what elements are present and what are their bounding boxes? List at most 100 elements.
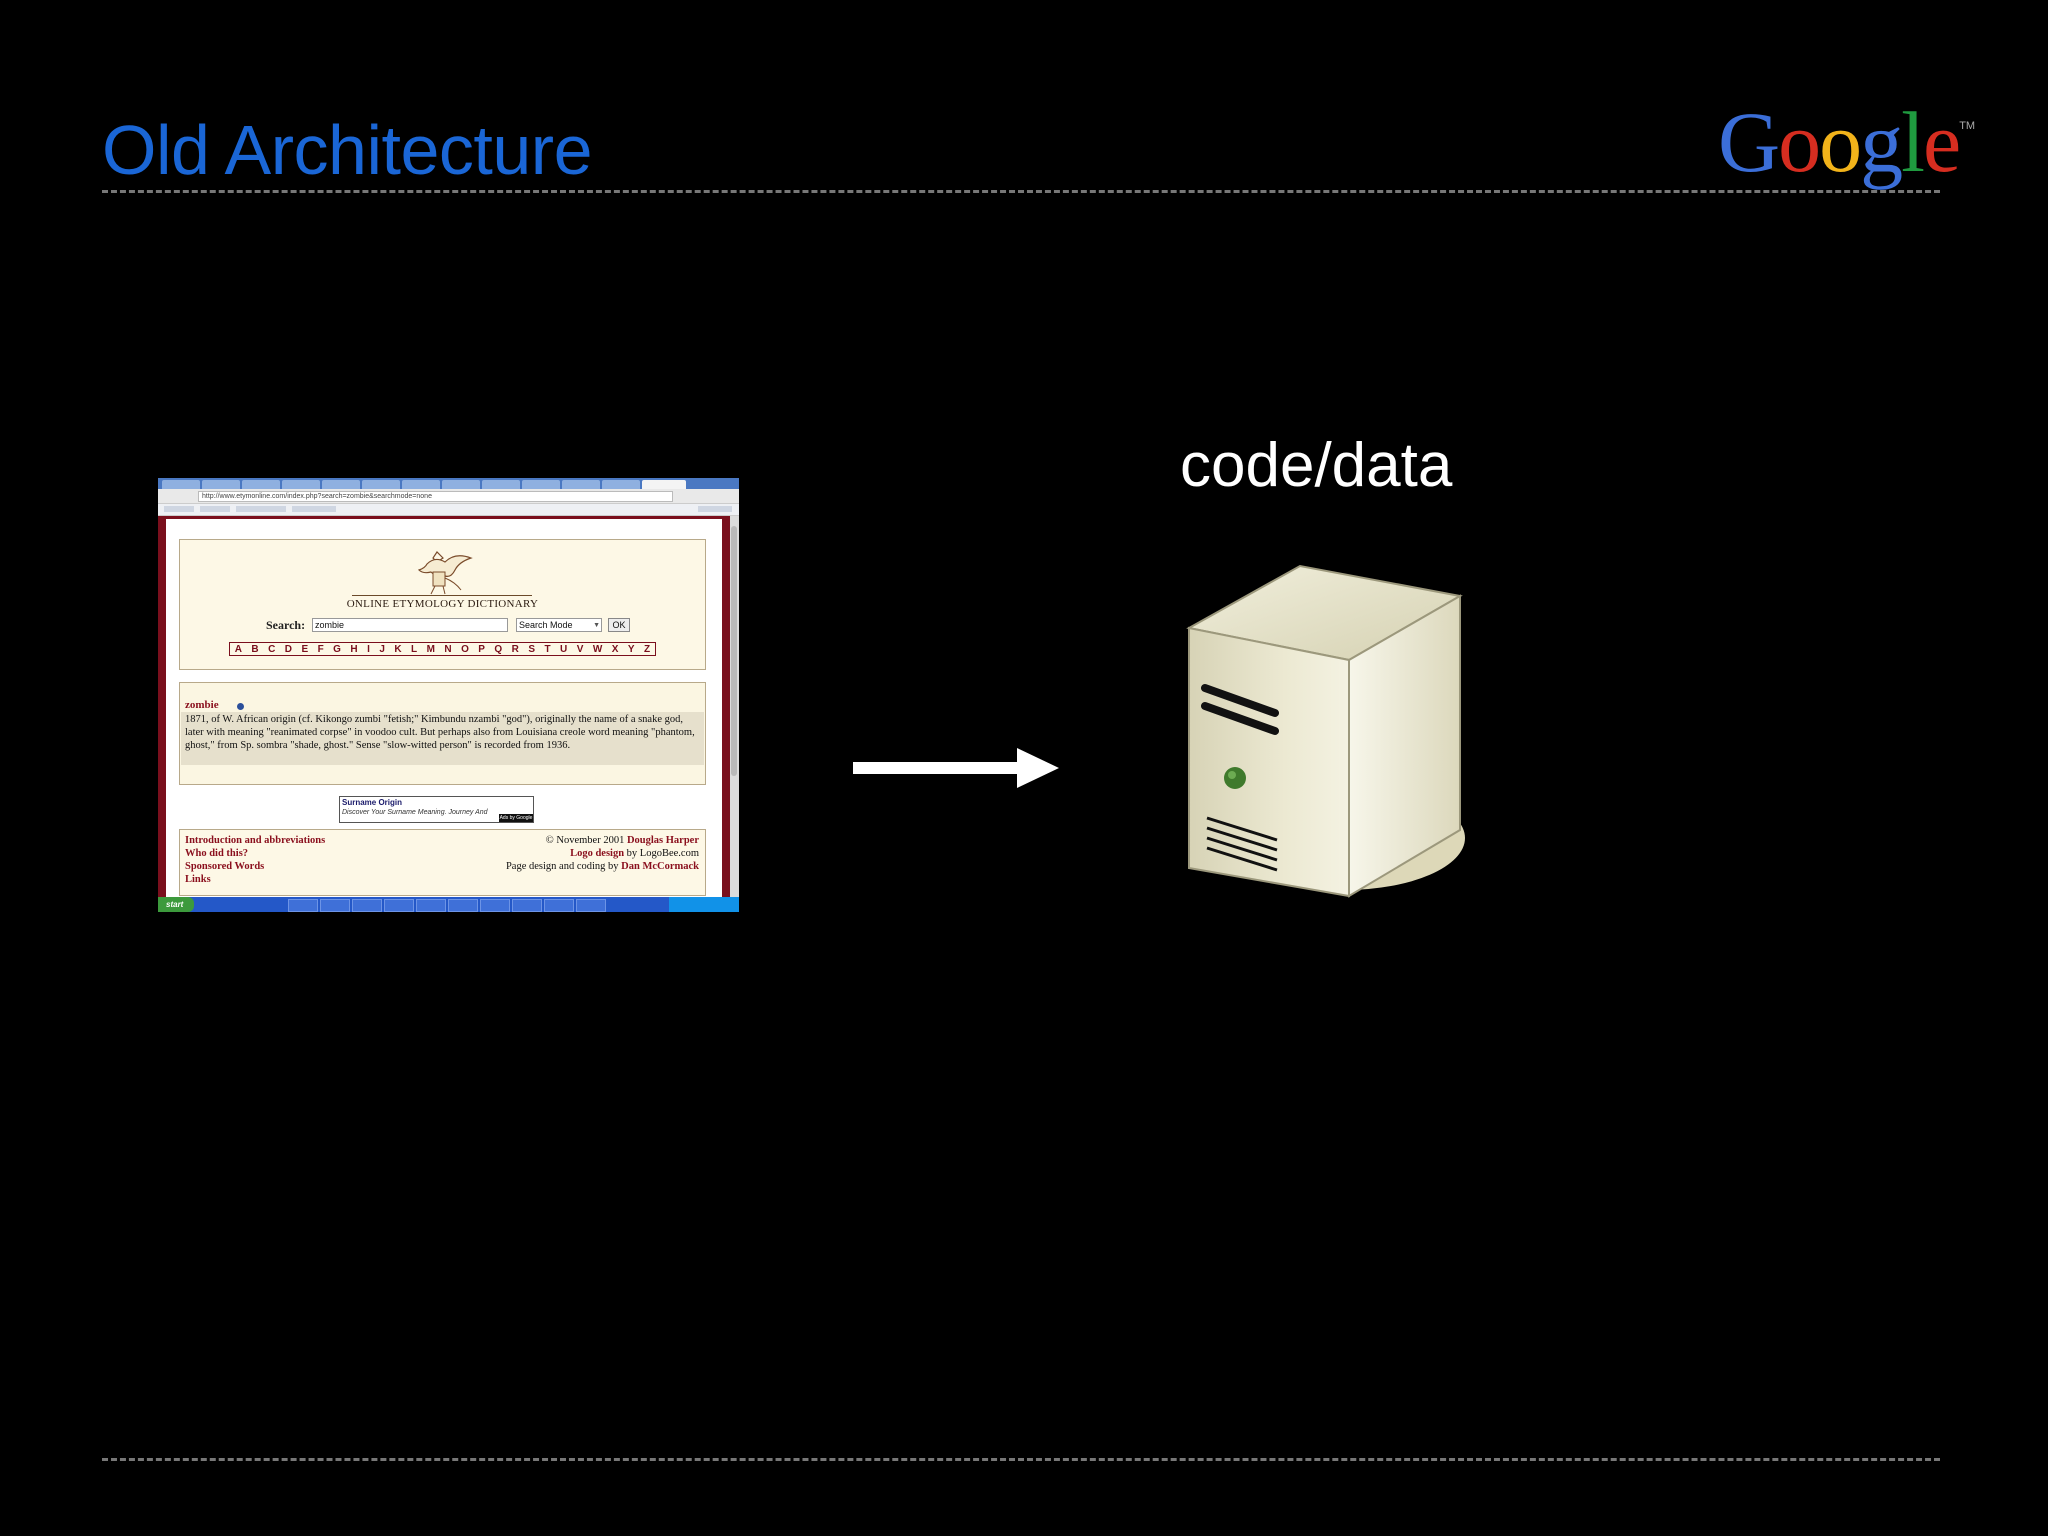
audio-icon[interactable]	[237, 703, 244, 710]
ad-description: Discover Your Surname Meaning. Journey A…	[342, 809, 488, 816]
browser-tab	[602, 480, 640, 489]
bookmark-item	[200, 506, 230, 512]
entry-highlight	[181, 712, 704, 765]
alphabet-letter-b[interactable]: B	[251, 643, 259, 655]
browser-toolbar: http://www.etymonline.com/index.php?sear…	[158, 489, 739, 504]
browser-tab-strip	[158, 478, 739, 489]
browser-tab	[402, 480, 440, 489]
entry-panel: zombie 1871, of W. African origin (cf. K…	[179, 682, 706, 785]
footer-links: Introduction and abbreviations Who did t…	[185, 834, 325, 886]
search-mode-value: Search Mode	[519, 620, 573, 630]
credit-author-link[interactable]: Douglas Harper	[626, 835, 699, 846]
logo-letter-l: l	[1901, 94, 1925, 190]
alphabet-letter-h[interactable]: H	[350, 643, 358, 655]
logo-underline	[352, 595, 532, 596]
sponsored-ad[interactable]: Surname Origin Discover Your Surname Mea…	[339, 796, 534, 823]
alphabet-letter-v[interactable]: V	[576, 643, 584, 655]
alphabet-letter-u[interactable]: U	[560, 643, 568, 655]
etymology-logo-icon	[417, 551, 473, 595]
browser-tab	[242, 480, 280, 489]
bookmark-item	[292, 506, 336, 512]
web-page: ONLINE ETYMOLOGY DICTIONARY Search: zomb…	[158, 516, 730, 897]
server-icon	[1186, 564, 1465, 898]
alphabet-letter-a[interactable]: A	[234, 643, 242, 655]
alphabet-letter-l[interactable]: L	[411, 643, 418, 655]
alphabet-letter-m[interactable]: M	[426, 643, 435, 655]
top-divider	[102, 190, 1940, 193]
alphabet-letter-e[interactable]: E	[301, 643, 309, 655]
footer-link-intro[interactable]: Introduction and abbreviations	[185, 835, 326, 846]
credit-copyright: © November 2001	[545, 835, 627, 846]
taskbar-item	[512, 899, 542, 912]
slide-title: Old Architecture	[102, 111, 593, 189]
system-tray	[669, 897, 739, 912]
alphabet-letter-q[interactable]: Q	[494, 643, 503, 655]
credit-design-by: Page design and coding by	[505, 861, 622, 872]
address-bar: http://www.etymonline.com/index.php?sear…	[198, 491, 673, 502]
browser-tab	[522, 480, 560, 489]
start-button: start	[158, 897, 194, 912]
logo-letter-o1: o	[1778, 94, 1821, 190]
scrollbar-thumb	[731, 526, 737, 776]
logo-letter-o2: o	[1819, 94, 1862, 190]
taskbar-item	[288, 899, 318, 912]
alphabet-letter-j[interactable]: J	[379, 643, 385, 655]
taskbar-item	[416, 899, 446, 912]
taskbar-item	[544, 899, 574, 912]
bookmark-item	[698, 506, 732, 512]
alphabet-letter-p[interactable]: P	[478, 643, 485, 655]
entry-word: zombie	[185, 699, 219, 711]
search-input[interactable]: zombie	[312, 618, 508, 632]
taskbar-item	[480, 899, 510, 912]
footer-link-sponsored[interactable]: Sponsored Words	[185, 861, 265, 872]
windows-taskbar: start	[158, 897, 739, 912]
taskbar-item	[576, 899, 606, 912]
alphabet-letter-k[interactable]: K	[394, 643, 402, 655]
alphabet-letter-w[interactable]: W	[592, 643, 603, 655]
browser-tab	[482, 480, 520, 489]
browser-tab	[562, 480, 600, 489]
bookmark-item	[236, 506, 286, 512]
alphabet-letter-f[interactable]: F	[317, 643, 324, 655]
ads-by-google-badge[interactable]: Ads by Google	[499, 814, 533, 822]
bottom-divider	[102, 1458, 1940, 1461]
taskbar-item	[384, 899, 414, 912]
footer-link-who[interactable]: Who did this?	[185, 848, 249, 859]
alphabet-letter-o[interactable]: O	[461, 643, 469, 655]
google-logo: GoogleTM	[1718, 92, 1975, 192]
alphabet-letter-z[interactable]: Z	[644, 643, 651, 655]
alphabet-letter-t[interactable]: T	[544, 643, 551, 655]
bookmark-item	[164, 506, 194, 512]
alphabet-letter-c[interactable]: C	[268, 643, 276, 655]
alphabet-letter-s[interactable]: S	[528, 643, 536, 655]
page-content: ONLINE ETYMOLOGY DICTIONARY Search: zomb…	[166, 519, 722, 897]
server-label: code/data	[1180, 431, 1453, 500]
footer-link-links[interactable]: Links	[185, 874, 211, 885]
taskbar-item	[352, 899, 382, 912]
page-scrollbar	[730, 516, 739, 897]
ad-title[interactable]: Surname Origin	[342, 798, 403, 807]
credit-logo-link[interactable]: Logo design	[570, 848, 625, 859]
footer-credits: © November 2001 Douglas Harper Logo desi…	[506, 834, 699, 873]
alphabet-letter-g[interactable]: G	[333, 643, 341, 655]
alphabet-letter-d[interactable]: D	[284, 643, 293, 655]
credit-designer-link[interactable]: Dan McCormack	[621, 861, 699, 872]
alphabet-letter-r[interactable]: R	[511, 643, 519, 655]
browser-tab	[202, 480, 240, 489]
site-name: ONLINE ETYMOLOGY DICTIONARY	[346, 598, 539, 610]
logo-letter-g: G	[1718, 94, 1780, 190]
browser-tab-active	[642, 480, 686, 489]
search-mode-select[interactable]: Search Mode ▼	[516, 618, 602, 632]
alphabet-letter-i[interactable]: I	[367, 643, 370, 655]
alphabet-letter-x[interactable]: X	[611, 643, 619, 655]
taskbar-item	[320, 899, 350, 912]
browser-tab	[442, 480, 480, 489]
browser-tab	[322, 480, 360, 489]
alphabet-letter-n[interactable]: N	[444, 643, 452, 655]
ok-button[interactable]: OK	[608, 618, 630, 632]
alphabet-letter-y[interactable]: Y	[627, 643, 635, 655]
logo-trademark: TM	[1959, 120, 1976, 132]
search-panel: ONLINE ETYMOLOGY DICTIONARY Search: zomb…	[179, 539, 706, 670]
bookmarks-bar	[158, 504, 739, 516]
